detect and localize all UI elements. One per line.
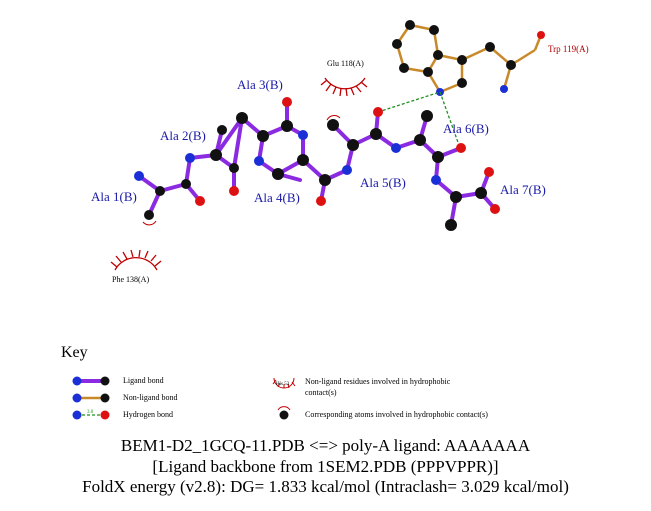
ligand-atoms (134, 97, 500, 231)
phe138-label: Phe 138(A) (112, 275, 149, 284)
atom-cb5 (327, 119, 339, 131)
glu118-contact: Glu 118(A) (320, 59, 368, 97)
atom-o1 (195, 196, 205, 206)
atom-c5 (370, 128, 382, 140)
atom-ca6 (414, 134, 426, 146)
atom-ca3 (236, 112, 248, 124)
key-nonligand-residues: His 53 Non-ligand residues involved in h… (272, 377, 451, 397)
atom-ca4 (272, 168, 284, 180)
label-ala6: Ala 6(B) (443, 121, 489, 136)
atom-cb6 (421, 110, 433, 122)
residue-labels: Ala 1(B) Ala 2(B) Ala 3(B) Ala 4(B) Ala … (91, 77, 546, 205)
atom-c4 (319, 174, 331, 186)
atom-c3b (281, 120, 293, 132)
atom-c6 (432, 151, 444, 163)
key-nonligand-residues-line2: contact(s) (305, 388, 337, 397)
hbond-1 (377, 91, 441, 113)
atom-ca2 (210, 149, 222, 161)
ligand-contact-ticks (142, 115, 341, 226)
atom-c2 (229, 163, 239, 173)
label-ala4: Ala 4(B) (254, 190, 300, 205)
caption-line3: FoldX energy (v2.8): DG= 1.833 kcal/mol … (82, 477, 569, 496)
label-ala5: Ala 5(B) (360, 175, 406, 190)
ligand-bonds (137, 100, 497, 227)
atom-o5 (373, 107, 383, 117)
atom-cb4 (297, 154, 309, 166)
phe138-arc (110, 249, 162, 271)
atom-n2 (185, 153, 195, 163)
trp119-atoms (392, 20, 545, 96)
atom-o7b (490, 204, 500, 214)
atom-ca5 (347, 139, 359, 151)
label-ala1: Ala 1(B) (91, 189, 137, 204)
hbond-2 (439, 91, 461, 149)
key-title: Key (61, 344, 88, 361)
trp119-bonds (395, 23, 543, 94)
atom-cb7 (445, 219, 457, 231)
caption-line1: BEM1-D2_1GCQ-11.PDB <=> poly-A ligand: A… (120, 436, 531, 455)
atom-n1 (134, 171, 144, 181)
key-ligand-bond: Ligand bond (72, 376, 164, 386)
atom-c7 (475, 187, 487, 199)
atom-o2 (229, 186, 239, 196)
atom-o7a (484, 167, 494, 177)
key-corresponding-atoms: Corresponding atoms involved in hydropho… (277, 406, 488, 420)
key-ligand-bond-label: Ligand bond (123, 376, 164, 385)
key-hbond-distance: 3.0 (87, 410, 94, 415)
trp119-label: Trp 119(A) (548, 44, 589, 54)
phe138-contact: Phe 138(A) (110, 249, 162, 284)
atom-c1 (181, 179, 191, 189)
label-ala3: Ala 3(B) (237, 77, 283, 92)
atom-o3 (282, 97, 292, 107)
atom-n4 (298, 130, 308, 140)
key-nonligand-bond: Non-ligand bond (72, 393, 177, 403)
key: Key Ligand bond Non-ligand bond 3.0 Hydr… (61, 344, 488, 420)
atom-n7 (431, 175, 441, 185)
atom-n5 (342, 165, 352, 175)
atom-cb2 (217, 125, 227, 135)
caption-line2: [Ligand backbone from 1SEM2.PDB (PPPVPPR… (152, 457, 499, 476)
atom-cb1 (144, 210, 154, 220)
atom-o4 (316, 196, 326, 206)
atom-c3 (257, 130, 269, 142)
trp119-residue: Trp 119(A) (392, 20, 589, 96)
key-nonligand-bond-label: Non-ligand bond (123, 393, 177, 402)
label-ala2: Ala 2(B) (160, 128, 206, 143)
atom-n6 (391, 143, 401, 153)
label-ala7: Ala 7(B) (500, 182, 546, 197)
atom-n3 (254, 156, 264, 166)
glu118-arc (320, 77, 368, 97)
hydrogen-bonds (377, 91, 461, 149)
atom-o6 (456, 143, 466, 153)
glu118-label: Glu 118(A) (327, 59, 364, 68)
key-hydrogen-bond-label: Hydrogen bond (123, 410, 173, 419)
atom-ca7 (450, 191, 462, 203)
key-corresponding-atoms-label: Corresponding atoms involved in hydropho… (305, 410, 488, 419)
key-nonligand-residues-line1: Non-ligand residues involved in hydropho… (305, 377, 451, 386)
key-his-label: His 53 (276, 382, 290, 387)
atom-ca1 (155, 186, 165, 196)
key-hydrogen-bond: 3.0 Hydrogen bond (72, 410, 173, 420)
